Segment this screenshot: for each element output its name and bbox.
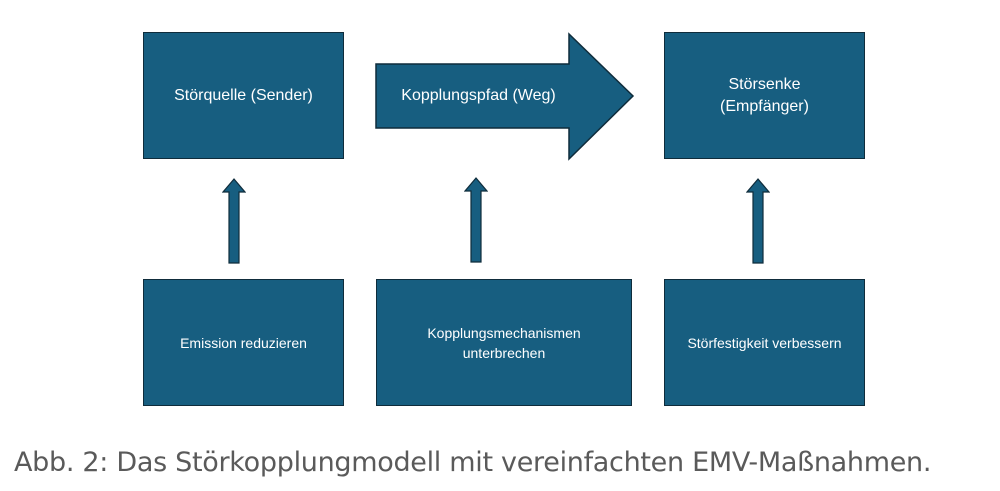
box-emission-reduzieren: Emission reduzieren xyxy=(143,279,344,406)
box-stoersenke: Störsenke (Empfänger) xyxy=(664,32,865,159)
up-arrow-icon xyxy=(746,178,770,264)
box-emission-label: Emission reduzieren xyxy=(180,334,307,351)
up-arrow-icon xyxy=(222,178,246,264)
kopplungspfad-arrow xyxy=(375,32,635,161)
kopplungspfad-label: Kopplungspfad (Weg) xyxy=(401,87,556,104)
box-coupling-label: Kopplungsmechanismen unterbrechen xyxy=(427,324,581,361)
figure-caption: Abb. 2: Das Störkopplungmodell mit verei… xyxy=(14,447,932,478)
box-immunity-label: Störfestigkeit verbessern xyxy=(687,334,842,351)
up-arrow-icon xyxy=(464,177,488,263)
box-kopplung-unterbrechen: Kopplungsmechanismen unterbrechen xyxy=(376,279,632,406)
box-stoerquelle: Störquelle (Sender) xyxy=(143,32,344,159)
box-stoerquelle-label: Störquelle (Sender) xyxy=(174,86,313,104)
box-stoerfestigkeit: Störfestigkeit verbessern xyxy=(664,279,865,406)
box-stoersenke-label: Störsenke (Empfänger) xyxy=(720,75,809,115)
